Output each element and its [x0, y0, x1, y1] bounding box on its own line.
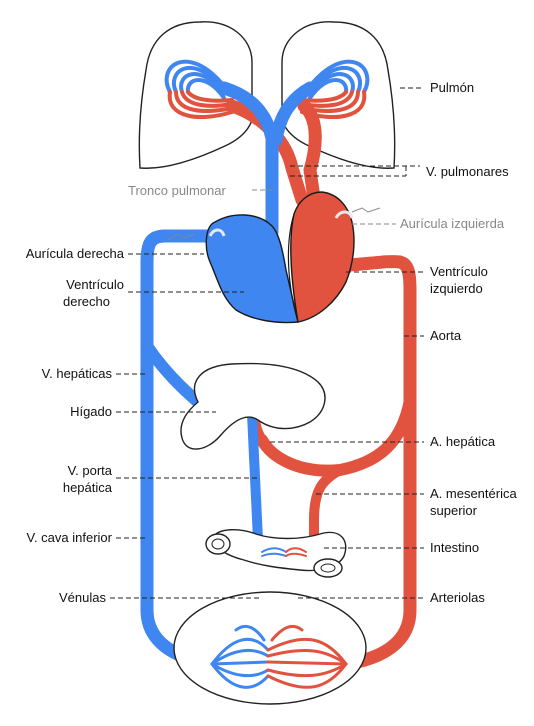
lower-body — [174, 592, 366, 704]
label-ventriculo-derecho-2: derecho — [63, 294, 110, 309]
label-v-pulmonares: V. pulmonares — [426, 164, 509, 179]
label-a-mesenterica-2: superior — [430, 503, 478, 518]
hepatic-veins — [147, 346, 198, 402]
label-v-cava-inferior: V. cava inferior — [26, 530, 112, 545]
label-ventriculo-derecho-1: Ventrículo — [66, 277, 124, 292]
label-v-hepaticas: V. hepáticas — [42, 366, 113, 381]
label-ventriculo-izquierdo-1: Ventrículo — [430, 264, 488, 279]
intestine — [206, 530, 346, 577]
label-auricula-izquierda: Aurícula izquierda — [400, 216, 505, 231]
vena-cava — [147, 236, 215, 664]
label-higado: Hígado — [70, 404, 112, 419]
label-intestino: Intestino — [430, 540, 479, 555]
label-tronco-pulmonar: Tronco pulmonar — [128, 183, 226, 198]
label-venulas: Vénulas — [59, 590, 106, 605]
label-v-porta-1: V. porta — [68, 463, 113, 478]
label-arteriolas: Arteriolas — [430, 590, 485, 605]
label-aorta: Aorta — [430, 328, 462, 343]
label-a-mesenterica-1: A. mesentérica — [430, 486, 517, 501]
label-ventriculo-izquierdo-2: izquierdo — [430, 281, 483, 296]
label-v-porta-2: hepática — [63, 480, 113, 495]
label-auricula-derecha: Aurícula derecha — [26, 246, 125, 261]
label-pulmon: Pulmón — [430, 80, 474, 95]
label-a-hepatica: A. hepática — [430, 434, 496, 449]
